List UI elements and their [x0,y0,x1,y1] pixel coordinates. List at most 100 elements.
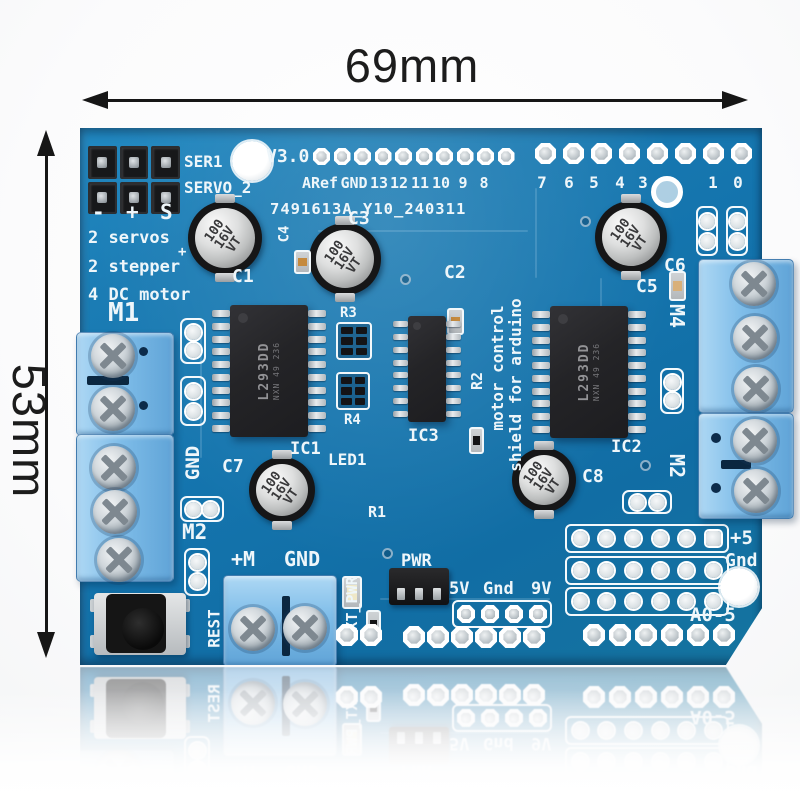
r2-label: R2 [468,371,486,391]
a0-5-label: A0-5 [690,604,736,626]
pwr-label: PWR [401,551,432,571]
trace [200,338,202,458]
pad-pair [180,496,224,522]
header-pin [151,146,180,179]
arrow-right-icon [722,91,748,109]
pin-label-9: 9 [458,174,468,192]
c2-label: C2 [444,262,466,283]
c5-label: C5 [636,276,658,297]
led1-component [342,576,362,609]
pin-label-gnd: GND [340,174,368,192]
feature-line-3: 4 DC motor [88,285,191,305]
ext-pwr-terminal [223,575,337,665]
solder-pad [635,624,657,646]
pcb-substrate: SER1 SERVO_2 - + S 2 servos + 2 stepper … [80,128,762,665]
pin-label-4: 4 [615,173,625,192]
solder-pad [313,148,330,165]
m2-right-label: M2 [665,453,689,479]
gnd-left-label: GND [182,445,204,481]
m4-terminal [698,259,794,413]
pin-label-6: 6 [564,173,574,192]
trace [535,188,537,278]
plus-m-label: +M [231,547,256,571]
pad-pair [180,376,206,426]
proto-row [565,556,729,585]
reflection-fade [0,690,800,800]
solder-pad [505,605,523,623]
via [580,216,591,227]
led1-label: LED1 [328,450,367,469]
terminal-screw [733,316,777,360]
serial-number: 7491613A_Y10_240311 [270,200,467,218]
solder-pad [591,143,612,164]
m2-right-terminal [698,413,794,519]
ic3-label: IC3 [408,426,439,446]
feature-plus: + [178,244,187,260]
solder-pad [457,605,475,623]
trace [380,598,550,600]
r1-label: R1 [368,503,387,521]
ic3-chip [393,316,461,422]
solder-pad [436,148,453,165]
servo2-label: SERVO_2 [184,178,252,197]
r4-array [336,372,370,410]
header-pin [119,146,149,179]
pin-label-3: 3 [638,173,648,192]
power-select-pads [452,600,552,628]
header-pin [119,181,149,214]
via [640,460,651,471]
solder-pad [661,624,683,646]
solder-pad [360,624,382,646]
c4-label: C4 [276,225,293,243]
feature-line-2: 2 stepper [88,257,181,277]
pin-label-aref: ARef [301,174,339,192]
mounting-hole [232,141,272,181]
gnd-mid-label: Gnd [483,579,514,599]
solder-pad [497,148,515,165]
tagline-1: motor control [488,305,507,431]
header-pin [88,146,117,179]
pin-label-1: 1 [708,173,718,192]
via-ring [651,176,683,208]
solder-pad [415,148,433,165]
solder-pad [609,624,631,646]
solder-pad [477,148,494,165]
pad-pair [622,490,672,514]
m2-left-label: M2 [182,520,208,544]
pin-label-8: 8 [479,174,489,192]
5v-label: 5V [449,579,470,599]
pad-pair [660,368,684,414]
solder-pad [529,605,547,623]
r4-label: R4 [344,412,361,428]
bottom-pad-row [403,626,545,648]
pin-label-0: 0 [733,173,743,192]
solder-pad [475,626,497,648]
m1-label: M1 [108,298,140,328]
solder-pad [354,148,371,165]
c7-label: C7 [222,456,244,477]
proto-row [565,587,729,616]
m1-terminal [76,332,174,436]
terminal-screw [91,334,135,378]
ic2-label: IC2 [611,437,642,457]
m4-label: M4 [665,303,689,329]
solder-pad [647,143,668,164]
solder-pad [619,143,640,164]
ser1-label: SER1 [184,152,223,171]
digital-header-right [535,143,752,164]
width-dimension-line [102,98,728,102]
solder-pad [687,624,709,646]
solder-pad [456,148,474,165]
pcb-board: SER1 SERVO_2 - + S 2 servos + 2 stepper … [76,128,794,665]
reset-button [90,591,190,661]
terminal-screw [734,469,778,513]
pad-pair [696,206,718,256]
c8-label: C8 [582,466,604,487]
pin-label-13: 13 [369,174,389,192]
via [400,274,411,285]
plus5-label: +5 [730,527,753,549]
height-dimension-line [44,152,48,634]
